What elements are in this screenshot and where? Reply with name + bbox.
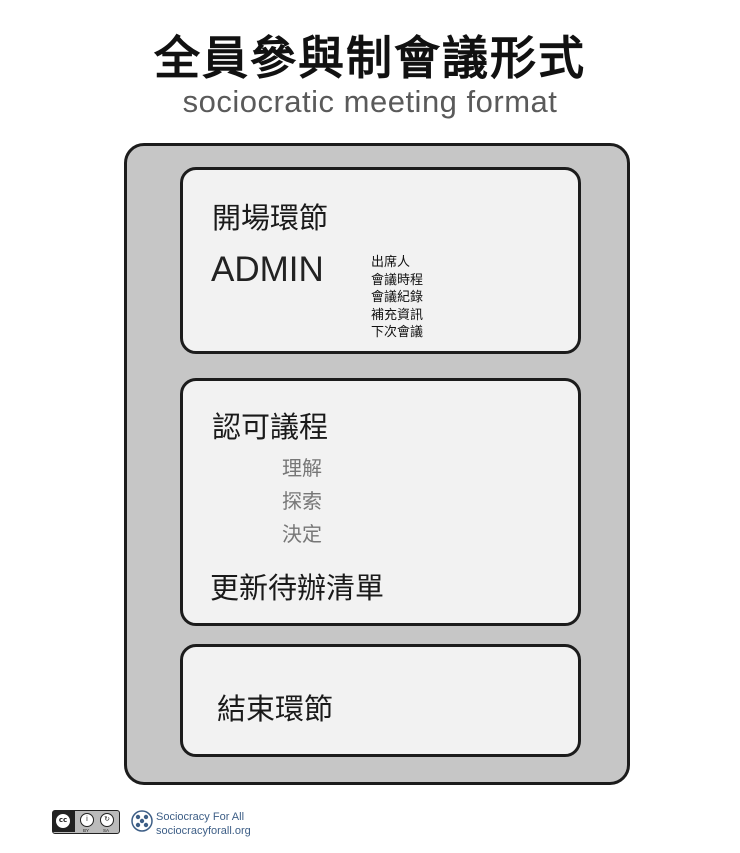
agenda-steps-list: 理解 探索 決定 <box>282 452 322 551</box>
admin-item: 會議紀錄 <box>371 290 424 305</box>
agenda-panel <box>180 378 581 626</box>
closing-heading: 結束環節 <box>217 692 334 726</box>
sociocracy-for-all-logo-icon <box>131 810 153 832</box>
cc-logo-icon: cc <box>56 814 70 828</box>
agenda-step: 理解 <box>282 456 322 480</box>
org-name: Sociocracy For All <box>156 811 245 823</box>
license-by-label: BY <box>83 828 90 833</box>
admin-item: 出席人 <box>371 255 411 270</box>
agenda-step: 探索 <box>282 489 322 513</box>
org-url-link[interactable]: sociocracyforall.org <box>156 825 251 837</box>
admin-item: 會議時程 <box>371 272 424 288</box>
agenda-step: 決定 <box>282 522 322 546</box>
by-attribution-icon: i <box>80 813 94 827</box>
backlog-heading: 更新待辦清單 <box>210 571 385 605</box>
creative-commons-by-sa-icon: cc i ↻ BY SA <box>52 810 120 834</box>
agenda-heading: 認可議程 <box>212 410 329 444</box>
closing-panel <box>180 644 581 757</box>
admin-item: 下次會議 <box>371 325 424 340</box>
admin-items-list: 出席人 會議時程 會議紀錄 補充資訊 下次會議 <box>371 254 423 342</box>
opening-heading: 開場環節 <box>212 201 329 235</box>
diagram-title: 全員參與制會議形式 <box>154 31 586 85</box>
admin-item: 補充資訊 <box>371 307 424 323</box>
opening-panel <box>180 167 581 354</box>
license-sa-label: SA <box>103 828 110 833</box>
sa-sharealike-icon: ↻ <box>100 813 114 827</box>
admin-label: ADMIN <box>211 250 324 289</box>
diagram-subtitle: sociocratic meeting format <box>182 84 558 119</box>
